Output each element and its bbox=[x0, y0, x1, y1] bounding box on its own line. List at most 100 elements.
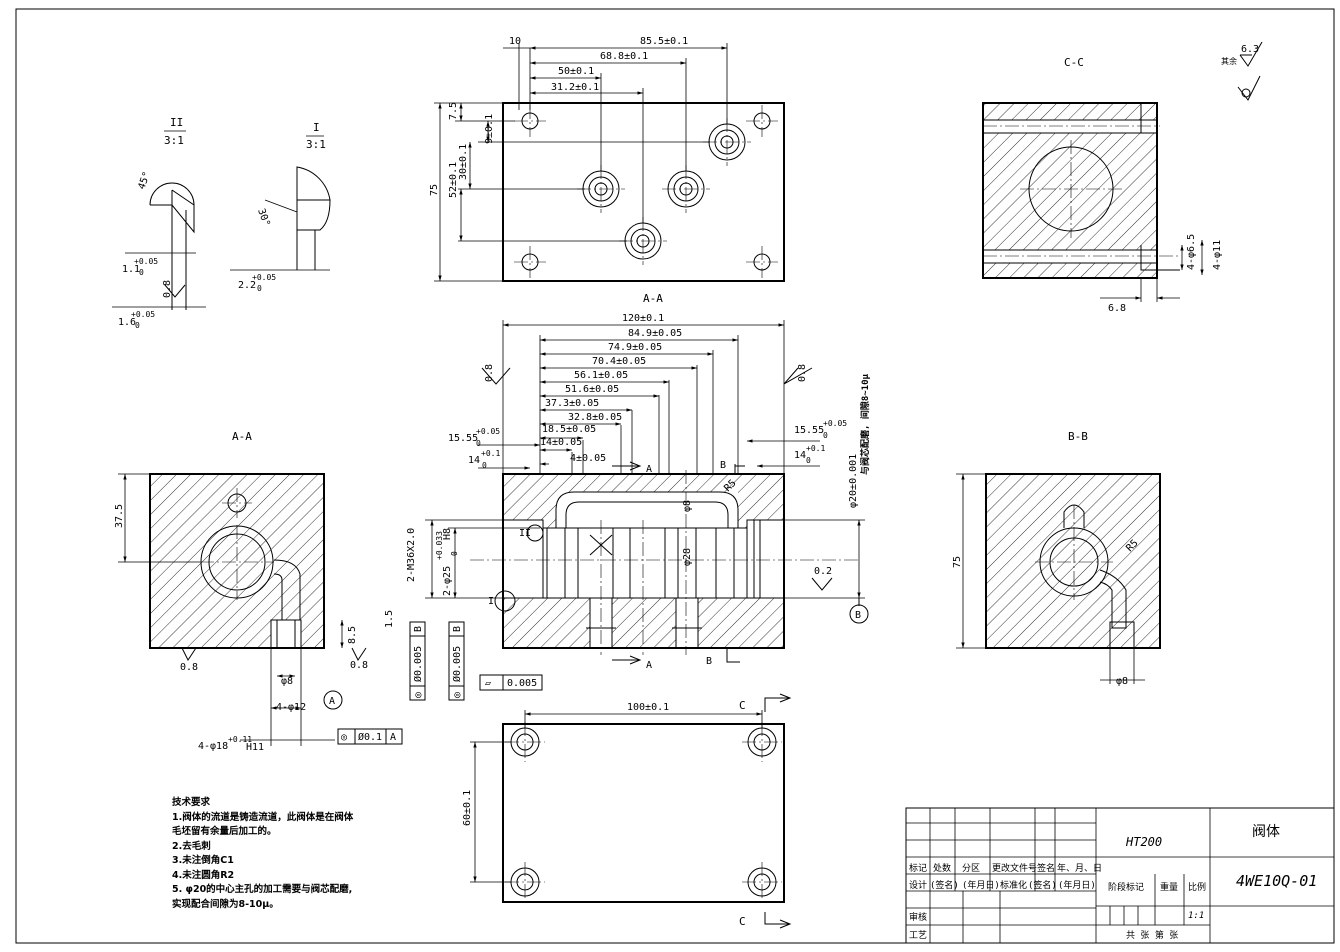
notes-line-1: 1.阀体的流道是铸造流道，此阀体是在阀体 bbox=[172, 811, 354, 823]
technical-requirements: 技术要求 1.阀体的流道是铸造流道，此阀体是在阀体 毛坯留有余量后加工的。 2.… bbox=[172, 796, 353, 912]
detail-tol-1-6-up: +0.05 bbox=[131, 310, 155, 319]
roughness-02: 0.2 bbox=[814, 566, 832, 577]
cut-mark-a-top: A bbox=[646, 464, 652, 475]
roughness-08-left-section: 0.8 bbox=[180, 662, 198, 673]
tb-bili: 比例 bbox=[1188, 881, 1206, 893]
tb-shenhe: 审核 bbox=[909, 911, 927, 923]
tb-zhongliang: 重量 bbox=[1160, 881, 1178, 893]
title-material: HT200 bbox=[1125, 835, 1162, 849]
dim-phi8: φ8 bbox=[682, 500, 693, 512]
fit-note: 与阀芯配磨, 间隙8~10μ bbox=[859, 373, 871, 475]
cut-mark-b-top: B bbox=[720, 460, 726, 471]
dim-50: 50±0.1 bbox=[558, 66, 594, 77]
dim-8-5: 8.5 bbox=[347, 626, 358, 644]
dim-4: 4±0.05 bbox=[570, 453, 606, 464]
detail-tol-1-6-low: 0 bbox=[135, 321, 140, 330]
tb-scale: 1:1 bbox=[1188, 911, 1204, 921]
dim-37-3: 37.3±0.05 bbox=[545, 398, 599, 409]
detail-r08: 0.8 bbox=[162, 280, 173, 298]
datum-a-label: A bbox=[329, 696, 335, 707]
detail-dim-1-1: 1.1 bbox=[122, 264, 140, 275]
dim-14: 14±0.05 bbox=[540, 437, 582, 448]
dim-32-8: 32.8±0.05 bbox=[568, 412, 622, 423]
dim-37-5: 37.5 bbox=[114, 504, 125, 528]
view-title-aa-left: A-A bbox=[232, 430, 252, 443]
dim-m36: 2-M36X2.0 bbox=[406, 528, 417, 582]
svg-text:◎: ◎ bbox=[341, 732, 347, 743]
tol-right-lower-2: 0 bbox=[806, 456, 811, 465]
tb-qianming2: (签名) bbox=[930, 879, 959, 891]
detail-i-view: I 3:1 30° 2.2 +0.05 0 bbox=[230, 121, 331, 293]
tol-left-lower: 0 bbox=[476, 439, 481, 448]
tb-biaozhunhua: 标准化 bbox=[1000, 879, 1027, 891]
top-view: 10 85.5±0.1 68.8±0.1 50±0.1 31.2±0.1 7.5… bbox=[429, 36, 785, 305]
dim-cc-phi11: 4-φ11 bbox=[1212, 240, 1223, 270]
view-title-bb: B-B bbox=[1068, 430, 1088, 443]
dim-left-phi18: 4-φ18 bbox=[198, 741, 228, 752]
detail-ii-scale: 3:1 bbox=[164, 134, 184, 147]
tb-fenqu: 分区 bbox=[962, 863, 980, 874]
title-block: HT200 阀体 4WE10Q-01 标记 处数 分区 更改文件号 签名 年、月… bbox=[905, 807, 1335, 944]
detail-i-number: I bbox=[313, 121, 320, 134]
tol-left-upper-2: +0.1 bbox=[481, 449, 500, 458]
detail-angle-30: 30° bbox=[255, 207, 272, 228]
roughness-08-left: 0.8 bbox=[484, 364, 495, 382]
tb-sheji: 设计 bbox=[909, 879, 927, 891]
top-view-holes bbox=[514, 105, 778, 278]
svg-text:0.005: 0.005 bbox=[507, 678, 537, 689]
notes-line-3: 2.去毛刺 bbox=[172, 840, 211, 852]
detail-tol-1-1-up: +0.05 bbox=[134, 257, 158, 266]
notes-line-5: 4.未注圆角R2 bbox=[172, 869, 235, 881]
dim-15-55-left: 15.55 bbox=[448, 433, 478, 444]
tb-nianyueri3: (年月日) bbox=[1058, 879, 1096, 891]
dim-left-phi8: φ8 bbox=[281, 676, 293, 687]
dim-left-h11: H11 bbox=[246, 742, 264, 753]
view-title-aa: A-A bbox=[643, 292, 663, 305]
notes-title: 技术要求 bbox=[172, 797, 211, 808]
tol-phi25-lower: 0 bbox=[450, 551, 459, 556]
dim-14-right: 14 bbox=[794, 450, 806, 461]
svg-text:Ø0.1: Ø0.1 bbox=[358, 731, 382, 743]
dim-7-5: 7.5 bbox=[448, 102, 459, 120]
dim-phi28: φ28 bbox=[682, 548, 693, 566]
cut-mark-c-bottom: C bbox=[739, 915, 746, 928]
svg-text:▱: ▱ bbox=[485, 678, 491, 689]
dim-52: 52±0.1 bbox=[448, 162, 459, 198]
cut-mark-c-top: C bbox=[739, 699, 746, 712]
view-title-cc: C-C bbox=[1064, 56, 1084, 69]
cut-mark-b-bottom: B bbox=[706, 656, 712, 667]
tb-sheets: 共 张 第 张 bbox=[1126, 929, 1178, 941]
dim-cc-phi6-5: 4-φ6.5 bbox=[1186, 234, 1197, 270]
notes-line-4: 3.未注倒角C1 bbox=[172, 855, 234, 866]
dim-10: 10 bbox=[509, 36, 521, 47]
dim-120: 120±0.1 bbox=[622, 313, 664, 324]
dim-74-9: 74.9±0.05 bbox=[608, 342, 662, 353]
dim-14-left: 14 bbox=[468, 455, 480, 466]
roughness-08-left-section-2: 0.8 bbox=[350, 660, 368, 671]
dim-18-5: 18.5±0.05 bbox=[542, 424, 596, 435]
dim-phi20: φ20±0.001 bbox=[848, 454, 859, 508]
svg-text:B: B bbox=[452, 626, 463, 632]
tb-qianming3: (签名) bbox=[1028, 879, 1057, 891]
dim-51-6: 51.6±0.05 bbox=[565, 384, 619, 395]
dim-cc-6-8: 6.8 bbox=[1108, 303, 1126, 314]
svg-text:◎: ◎ bbox=[452, 692, 463, 698]
datum-b-label: B bbox=[855, 610, 861, 621]
detail-tol-2-2-up: +0.05 bbox=[252, 273, 276, 282]
dim-left-phi12: 4-φ12 bbox=[276, 702, 306, 713]
tol-right-lower: 0 bbox=[823, 431, 828, 440]
dim-bb-75: 75 bbox=[952, 556, 963, 568]
notes-line-2: 毛坯留有余量后加工的。 bbox=[172, 826, 277, 837]
detail-ii-view: II 3:1 45° 1.1 +0.05 0 1.6 +0.05 0 0.8 bbox=[112, 116, 206, 330]
svg-text:B: B bbox=[413, 626, 424, 632]
detail-callout-i: I bbox=[488, 596, 494, 607]
dim-68-8: 68.8±0.1 bbox=[600, 51, 648, 62]
gdt-frame-4: ◎ Ø0.1 A bbox=[337, 728, 403, 745]
detail-callout-ii: II bbox=[519, 528, 531, 539]
tol-right-upper-2: +0.1 bbox=[806, 444, 825, 453]
dim-bb-phi8: φ8 bbox=[1116, 676, 1128, 687]
left-section-view: 37.5 A-A φ8 4-φ12 4-φ18 +0.11 H11 A 8.5 … bbox=[114, 430, 395, 753]
detail-i-scale: 3:1 bbox=[306, 138, 326, 151]
bottom-view: 100±0.1 60±0.1 C C bbox=[462, 693, 792, 929]
tb-gongyi: 工艺 bbox=[909, 930, 927, 941]
